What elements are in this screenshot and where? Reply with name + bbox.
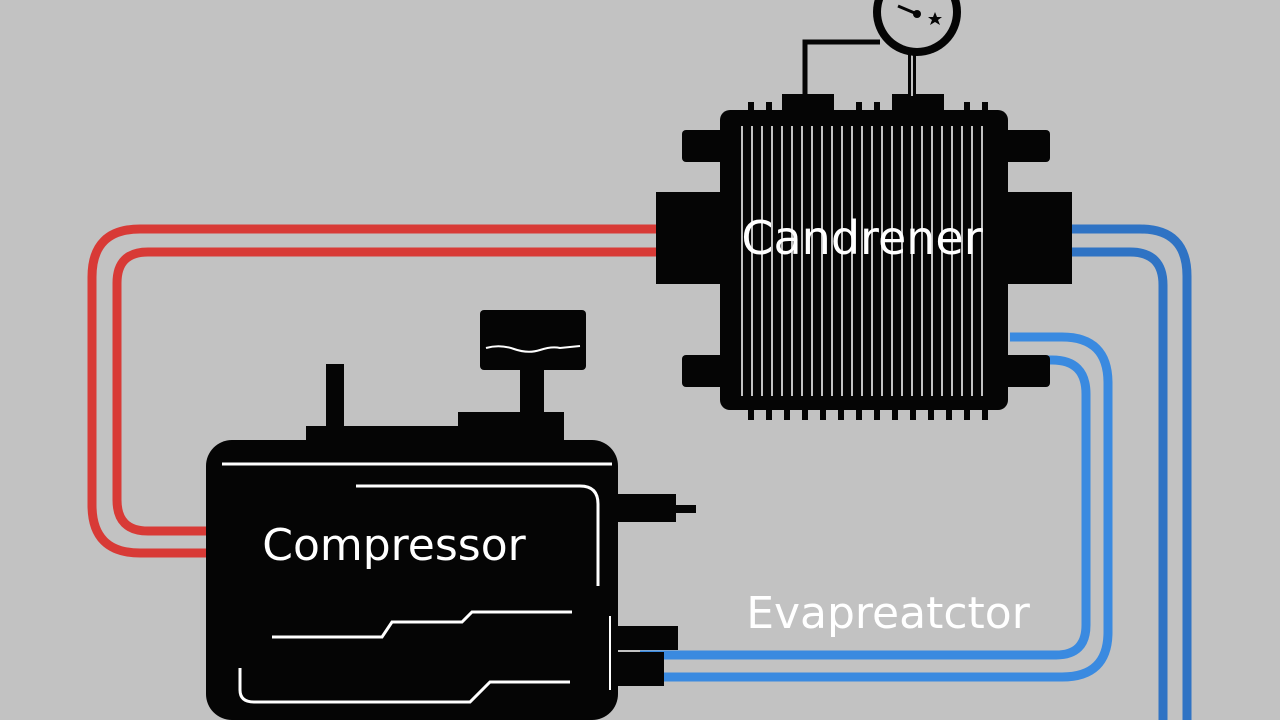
hot-refrigerant-line (87, 224, 660, 558)
condenser-top-teeth (748, 102, 988, 112)
condenser-unit (656, 94, 1072, 420)
evaporator-label: Evapreatctor (746, 588, 1031, 639)
cold-refrigerant-line-outer (1065, 224, 1192, 720)
condenser-bottom-teeth (748, 404, 988, 420)
compressor-label: Compressor (262, 520, 526, 571)
cold-refrigerant-line-inner (640, 332, 1113, 682)
condenser-label: Candrener (741, 211, 982, 265)
pressure-gauge (802, 0, 961, 96)
gauge-star-mark (928, 12, 942, 25)
compressor-unit (206, 310, 696, 720)
condenser-fins (741, 126, 983, 396)
